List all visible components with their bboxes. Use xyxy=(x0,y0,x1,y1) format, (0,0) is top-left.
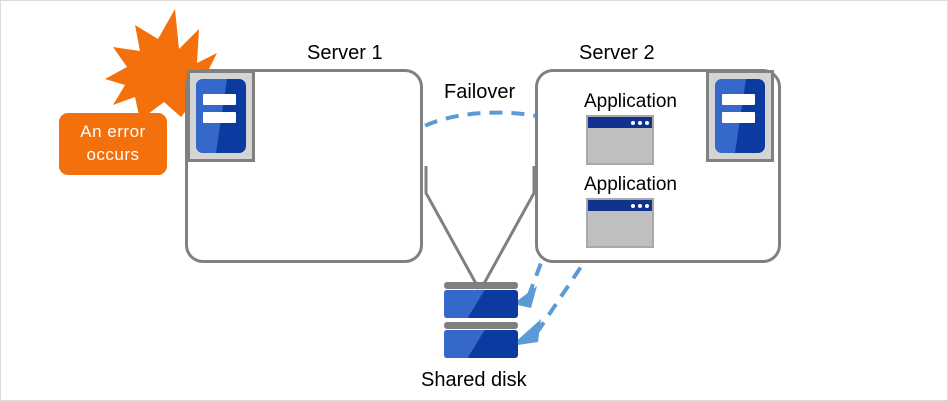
connector-server2-disk xyxy=(479,166,536,290)
server1-title: Server 1 xyxy=(307,42,383,64)
server1-machine-icon xyxy=(187,70,255,162)
application-2-window-icon xyxy=(586,198,654,248)
server2-title: Server 2 xyxy=(579,42,655,64)
application-1-label: Application xyxy=(584,91,677,112)
shared-disk-label: Shared disk xyxy=(421,369,527,391)
application-2-label: Application xyxy=(584,174,677,195)
shared-disk-icon xyxy=(444,282,518,362)
error-callout-line2: occurs xyxy=(86,145,140,164)
server2-machine-icon xyxy=(706,70,774,162)
connector-server1-disk xyxy=(424,166,481,290)
failover-arrow xyxy=(405,110,551,140)
error-callout: An error occurs xyxy=(59,113,167,175)
application-2-titlebar xyxy=(588,200,652,211)
error-callout-line1: An error xyxy=(80,122,146,142)
failover-label: Failover xyxy=(444,81,516,103)
application-1-titlebar xyxy=(588,117,652,128)
application-1-window-icon xyxy=(586,115,654,165)
